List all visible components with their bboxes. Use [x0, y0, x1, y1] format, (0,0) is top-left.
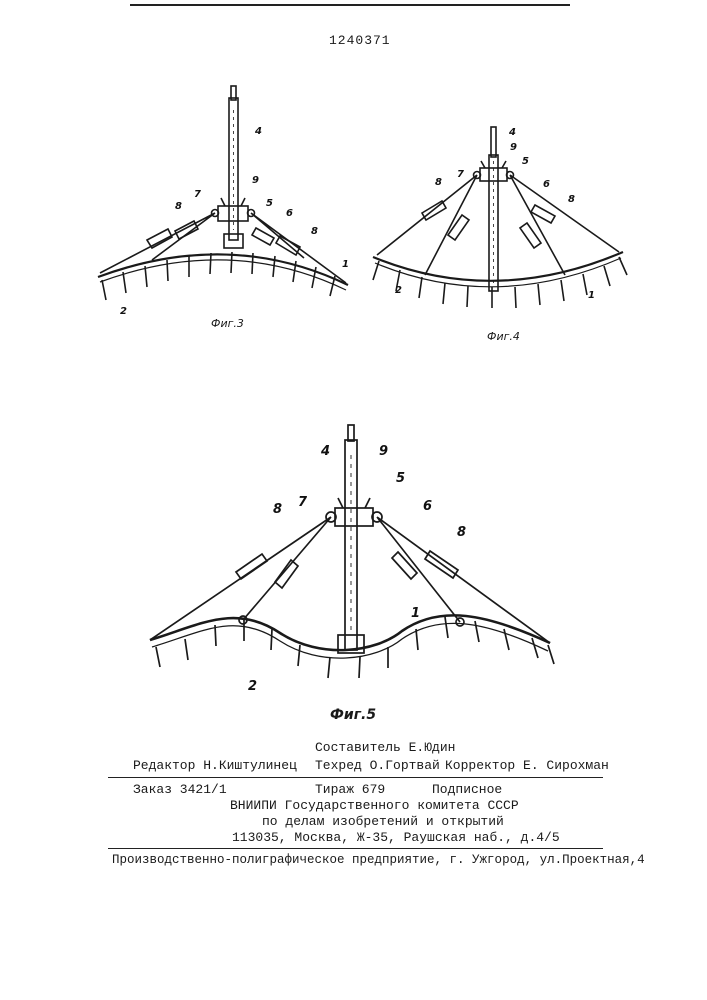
svg-text:9: 9 [379, 444, 388, 459]
svg-text:2: 2 [248, 679, 257, 694]
editor-line: Редактор Н.Киштулинец [133, 758, 297, 773]
svg-text:8: 8 [175, 201, 182, 212]
figure-3-caption: Фиг.3 [211, 317, 244, 330]
svg-text:8: 8 [273, 502, 282, 517]
svg-text:4: 4 [254, 126, 262, 137]
org-line-2: по делам изобретений и открытий [262, 814, 504, 829]
svg-text:1: 1 [411, 606, 420, 621]
figure-4-caption: Фиг.4 [487, 330, 520, 343]
order-line: Заказ 3421/1 [133, 782, 227, 797]
printer-line: Производственно-полиграфическое предприя… [112, 853, 645, 867]
svg-text:9: 9 [252, 175, 259, 186]
svg-text:2: 2 [120, 306, 127, 317]
svg-text:4: 4 [508, 127, 516, 138]
svg-text:1: 1 [588, 290, 595, 301]
svg-text:4: 4 [320, 444, 330, 459]
compiler-line: Составитель Е.Юдин [315, 740, 455, 755]
subscription-line: Подписное [432, 782, 502, 797]
svg-text:8: 8 [568, 194, 575, 205]
techred-line: Техред О.Гортвай [315, 758, 440, 773]
corrector-line: Корректор Е. Сирохман [445, 758, 609, 773]
svg-text:9: 9 [510, 142, 517, 153]
divider-2 [108, 848, 603, 849]
svg-text:8: 8 [435, 177, 442, 188]
org-line-3: 113035, Москва, Ж-35, Раушская наб., д.4… [232, 830, 560, 845]
figure-3-drawing: 4 9 5 6 8 8 7 1 2 [90, 80, 365, 350]
svg-text:7: 7 [457, 169, 464, 180]
figure-5-drawing: 4 9 5 6 8 8 7 1 2 [140, 415, 560, 705]
svg-text:6: 6 [423, 499, 432, 514]
org-line-1: ВНИИПИ Государственного комитета СССР [230, 798, 519, 813]
svg-text:1: 1 [342, 259, 349, 270]
svg-text:7: 7 [194, 189, 201, 200]
svg-text:5: 5 [522, 156, 529, 167]
svg-text:5: 5 [266, 198, 273, 209]
svg-text:8: 8 [311, 226, 318, 237]
figure-5-caption: Фиг.5 [330, 707, 376, 723]
top-rule [130, 4, 570, 6]
divider-1 [108, 777, 603, 778]
svg-text:8: 8 [457, 525, 466, 540]
svg-text:6: 6 [286, 208, 293, 219]
document-number: 1240371 [329, 33, 391, 48]
svg-text:7: 7 [298, 495, 308, 510]
figure-4-drawing: 4 9 5 6 8 8 7 1 2 [365, 115, 635, 325]
circulation-line: Тираж 679 [315, 782, 385, 797]
svg-text:5: 5 [396, 471, 405, 486]
svg-text:6: 6 [543, 179, 550, 190]
svg-text:2: 2 [395, 285, 402, 296]
